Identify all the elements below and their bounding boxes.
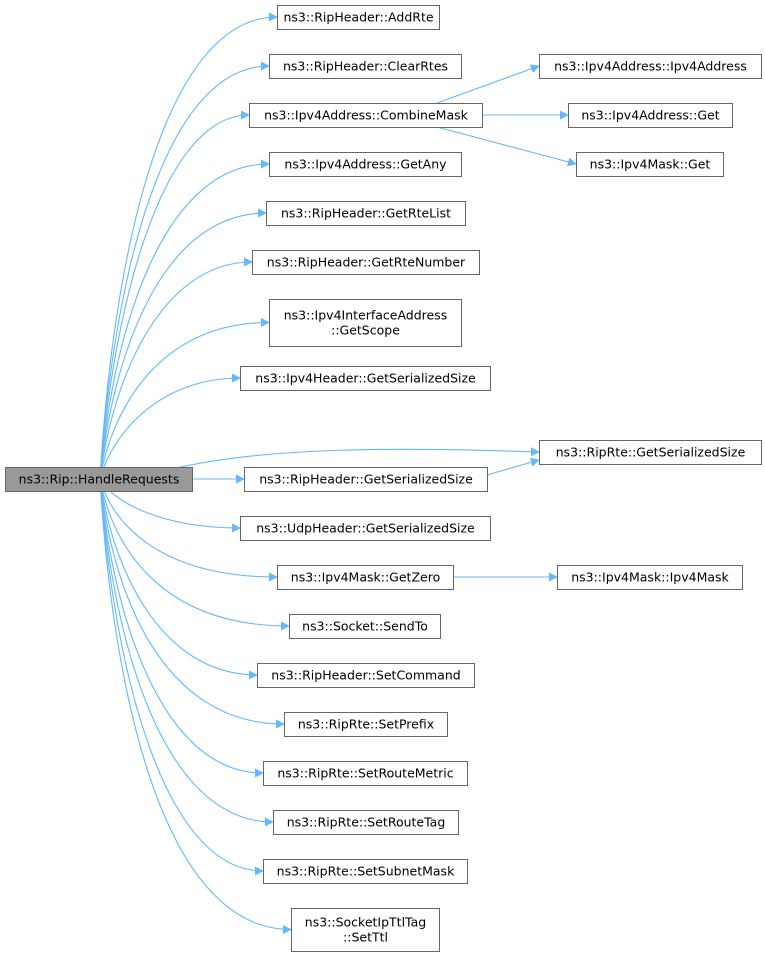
node-box: [5, 467, 193, 492]
node-ipv4address-get[interactable]: ns3::Ipv4Address::Get: [568, 103, 733, 128]
edge-handle_requests-to-get_scope: [99, 318, 270, 480]
edge-handle_requests-to-set_route_metric: [99, 478, 264, 778]
node-box: [284, 712, 448, 737]
node-set-ttl[interactable]: ns3::SocketIpTtlTag::SetTtl: [291, 908, 440, 952]
node-get-rte-list[interactable]: ns3::RipHeader::GetRteList: [266, 201, 466, 226]
node-label: ns3::RipRte::GetSerializedSize: [556, 445, 746, 460]
node-box: [289, 614, 441, 639]
edge-handle_requests-to-set_command: [99, 478, 258, 680]
edge-handle_requests-to-set_route_tag: [99, 478, 274, 827]
node-box: [263, 859, 468, 884]
node-box: [568, 103, 733, 128]
node-ipv4mask-get[interactable]: ns3::Ipv4Mask::Get: [576, 152, 724, 177]
node-layer: ns3::Rip::HandleRequestsns3::RipHeader::…: [5, 5, 762, 952]
node-box: [277, 565, 454, 590]
node-label: ns3::RipHeader::GetRteNumber: [267, 255, 466, 270]
node-label: ns3::Ipv4Address::Get: [581, 108, 719, 123]
node-box: [277, 5, 440, 30]
node-box: [539, 54, 762, 79]
edge-combine_mask-to-ipv4mask_get: [436, 126, 577, 167]
node-box: [244, 467, 488, 492]
node-label: ns3::UdpHeader::GetSerializedSize: [256, 521, 475, 536]
node-box: [257, 663, 475, 688]
node-label: ns3::Ipv4Mask::GetZero: [291, 570, 440, 585]
node-set-prefix[interactable]: ns3::RipRte::SetPrefix: [284, 712, 448, 737]
node-label: ns3::SocketIpTtlTag: [305, 915, 426, 930]
node-label: ns3::RipHeader::GetRteList: [281, 206, 451, 221]
node-get-any[interactable]: ns3::Ipv4Address::GetAny: [269, 152, 462, 177]
node-box: [269, 299, 462, 347]
edge-handle_requests-to-get_rte_number: [99, 257, 253, 480]
node-box: [557, 565, 743, 590]
node-add-rte[interactable]: ns3::RipHeader::AddRte: [277, 5, 440, 30]
node-combine-mask[interactable]: ns3::Ipv4Address::CombineMask: [249, 103, 483, 128]
node-box: [269, 54, 462, 79]
node-ipv4address-ctor[interactable]: ns3::Ipv4Address::Ipv4Address: [539, 54, 762, 79]
node-get-zero[interactable]: ns3::Ipv4Mask::GetZero: [277, 565, 454, 590]
node-box: [539, 440, 762, 465]
node-ripheader-size[interactable]: ns3::RipHeader::GetSerializedSize: [244, 467, 488, 492]
node-ipv4mask-ctor[interactable]: ns3::Ipv4Mask::Ipv4Mask: [557, 565, 743, 590]
node-ipv4header-size[interactable]: ns3::Ipv4Header::GetSerializedSize: [240, 366, 491, 391]
node-label: ns3::RipRte::SetRouteTag: [287, 815, 446, 830]
node-label: ::GetScope: [331, 323, 400, 338]
node-box: [269, 152, 462, 177]
edge-layer: [99, 12, 577, 934]
node-label: ns3::Ipv4Mask::Ipv4Mask: [571, 570, 729, 585]
edge-handle_requests-to-set_ttl: [99, 478, 292, 934]
node-get-scope[interactable]: ns3::Ipv4InterfaceAddress::GetScope: [269, 299, 462, 347]
node-label: ns3::Ipv4Mask::Get: [590, 157, 711, 172]
node-box: [291, 908, 440, 952]
node-set-subnet-mask[interactable]: ns3::RipRte::SetSubnetMask: [263, 859, 468, 884]
node-label: ns3::RipRte::SetSubnetMask: [277, 864, 455, 879]
edge-handle_requests-to-get_rte_list: [99, 208, 267, 480]
edge-handle_requests-to-add_rte: [99, 12, 278, 480]
edge-handle_requests-to-set_prefix: [99, 478, 285, 729]
node-clear-rtes[interactable]: ns3::RipHeader::ClearRtes: [269, 54, 462, 79]
edge-handle_requests-to-send_to: [99, 478, 290, 631]
node-box: [576, 152, 724, 177]
node-box: [240, 516, 491, 541]
edge-combine_mask-to-ipv4address_ctor: [436, 64, 540, 104]
node-box: [266, 201, 466, 226]
node-label: ns3::RipHeader::GetSerializedSize: [259, 472, 473, 487]
edge-handle_requests-to-ipv4header_size: [99, 373, 241, 480]
node-label: ns3::RipHeader::AddRte: [283, 10, 433, 25]
node-send-to[interactable]: ns3::Socket::SendTo: [289, 614, 441, 639]
node-label: ns3::Rip::HandleRequests: [19, 472, 180, 487]
edge-handle_requests-to-get_any: [99, 159, 270, 480]
node-box: [249, 103, 483, 128]
node-label: ns3::RipHeader::SetCommand: [271, 668, 460, 683]
node-get-rte-number[interactable]: ns3::RipHeader::GetRteNumber: [252, 250, 480, 275]
node-box: [240, 366, 491, 391]
edge-handle_requests-to-combine_mask: [99, 110, 250, 480]
node-set-command[interactable]: ns3::RipHeader::SetCommand: [257, 663, 475, 688]
node-label: ns3::Ipv4Address::Ipv4Address: [554, 59, 747, 74]
node-label: ::SetTtl: [343, 930, 388, 945]
node-label: ns3::Socket::SendTo: [302, 619, 428, 634]
node-set-route-metric[interactable]: ns3::RipRte::SetRouteMetric: [263, 761, 468, 786]
edge-ripheader_size-to-riprte_size: [486, 457, 540, 476]
edge-handle_requests-to-riprte_size: [149, 447, 540, 476]
node-label: ns3::RipRte::SetPrefix: [298, 717, 434, 732]
edge-handle_requests-to-set_subnet_mask: [99, 478, 264, 876]
edge-handle_requests-to-clear_rtes: [99, 61, 270, 480]
node-label: ns3::RipRte::SetRouteMetric: [277, 766, 453, 781]
node-riprte-size[interactable]: ns3::RipRte::GetSerializedSize: [539, 440, 762, 465]
node-set-route-tag[interactable]: ns3::RipRte::SetRouteTag: [273, 810, 459, 835]
node-label: ns3::Ipv4Address::CombineMask: [264, 108, 469, 123]
node-label: ns3::Ipv4Address::GetAny: [284, 157, 447, 172]
node-label: ns3::Ipv4Header::GetSerializedSize: [255, 371, 476, 386]
node-udpheader-size[interactable]: ns3::UdpHeader::GetSerializedSize: [240, 516, 491, 541]
node-label: ns3::Ipv4InterfaceAddress: [284, 308, 448, 323]
root-node[interactable]: ns3::Rip::HandleRequests: [5, 467, 193, 492]
edge-handle_requests-to-get_zero: [99, 478, 278, 582]
node-box: [263, 761, 468, 786]
node-label: ns3::RipHeader::ClearRtes: [283, 59, 448, 74]
node-box: [273, 810, 459, 835]
node-box: [252, 250, 480, 275]
